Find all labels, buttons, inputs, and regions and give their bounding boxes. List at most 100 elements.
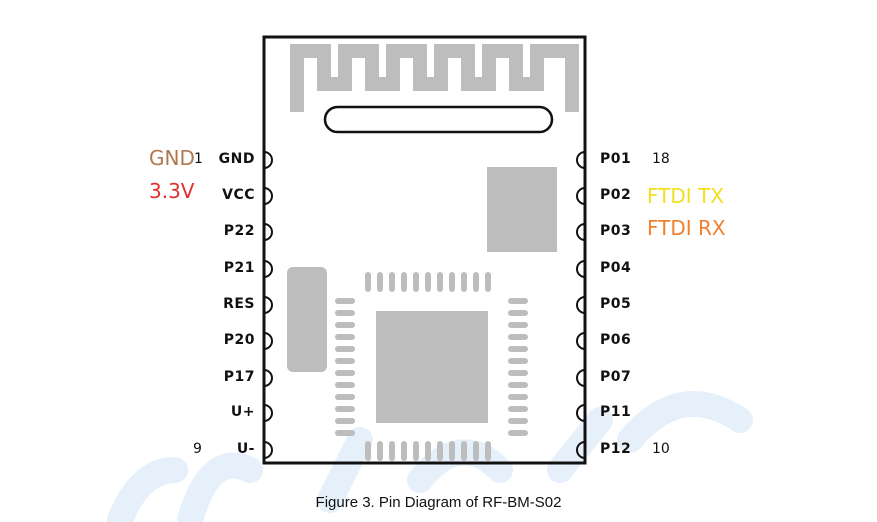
left-pin-label: RES bbox=[223, 296, 255, 312]
chip-pad bbox=[449, 272, 455, 292]
chip-pad bbox=[335, 382, 355, 388]
left-pin-label: P22 bbox=[223, 223, 255, 239]
left-pin-label: P20 bbox=[223, 332, 255, 348]
chip-pad bbox=[413, 441, 419, 461]
chip-pad bbox=[401, 272, 407, 292]
right-pin-label: P03 bbox=[600, 223, 632, 239]
antenna-slot bbox=[323, 105, 554, 134]
figure-caption: Figure 3. Pin Diagram of RF-BM-S02 bbox=[315, 494, 562, 511]
chip-pad bbox=[508, 298, 528, 304]
chip-body bbox=[376, 311, 488, 423]
right-pin-label: P04 bbox=[600, 260, 632, 276]
chip-pad bbox=[335, 310, 355, 316]
castellation-right bbox=[576, 404, 586, 422]
annotation-ftdi-tx: FTDI TX bbox=[647, 184, 724, 208]
right-pin-label: P02 bbox=[600, 187, 632, 203]
chip-pad bbox=[335, 322, 355, 328]
chip-pad bbox=[449, 441, 455, 461]
chip-pad bbox=[437, 272, 443, 292]
pin-number-left-bottom: 9 bbox=[193, 441, 202, 457]
chip-pad bbox=[335, 370, 355, 376]
pin-number-left-top: 1 bbox=[194, 151, 203, 167]
chip-pad bbox=[508, 334, 528, 340]
left-pin-label: P21 bbox=[223, 260, 255, 276]
chip-pad bbox=[485, 272, 491, 292]
chip-pad bbox=[461, 441, 467, 461]
castellation-left bbox=[263, 187, 273, 205]
chip-pad bbox=[508, 310, 528, 316]
chip-pad bbox=[335, 298, 355, 304]
chip-pad bbox=[335, 430, 355, 436]
right-pin-label: P12 bbox=[600, 441, 632, 457]
castellation-right bbox=[576, 369, 586, 387]
chip-pad bbox=[365, 441, 371, 461]
pin-number-right-bottom: 10 bbox=[652, 441, 670, 457]
chip-pad bbox=[335, 346, 355, 352]
chip-pad bbox=[377, 272, 383, 292]
castellation-right bbox=[576, 151, 586, 169]
chip-pad bbox=[335, 406, 355, 412]
castellation-right bbox=[576, 332, 586, 350]
left-pin-label: P17 bbox=[223, 369, 255, 385]
left-pin-label: VCC bbox=[222, 187, 255, 203]
left-pin-label: U- bbox=[236, 441, 255, 457]
castellation-left bbox=[263, 151, 273, 169]
chip-pad bbox=[485, 441, 491, 461]
annotation-3v3: 3.3V bbox=[149, 179, 195, 203]
chip-pad bbox=[389, 272, 395, 292]
castellated-pins bbox=[263, 151, 586, 459]
castellation-left bbox=[263, 369, 273, 387]
castellation-left bbox=[263, 404, 273, 422]
chip-pad bbox=[335, 418, 355, 424]
castellation-left bbox=[263, 223, 273, 241]
right-pin-label: P01 bbox=[600, 151, 632, 167]
left-pin-label: GND bbox=[218, 151, 255, 167]
chip-pad bbox=[508, 382, 528, 388]
right-pin-label: P05 bbox=[600, 296, 632, 312]
module-outline bbox=[262, 35, 587, 465]
right-pin-label: P06 bbox=[600, 332, 632, 348]
chip-pad bbox=[508, 406, 528, 412]
castellation-left bbox=[263, 441, 273, 459]
annotation-ftdi-rx: FTDI RX bbox=[647, 216, 726, 240]
chip-pad bbox=[508, 358, 528, 364]
chip-pad bbox=[508, 322, 528, 328]
chip-pad bbox=[473, 272, 479, 292]
castellation-right bbox=[576, 260, 586, 278]
castellation-right bbox=[576, 223, 586, 241]
castellation-left bbox=[263, 296, 273, 314]
annotation-gnd: GND bbox=[149, 146, 195, 170]
chip-pad bbox=[389, 441, 395, 461]
crystal-component bbox=[287, 267, 327, 372]
chip-pad bbox=[508, 346, 528, 352]
chip-pad bbox=[335, 334, 355, 340]
chip-pad bbox=[335, 394, 355, 400]
castellation-left bbox=[263, 332, 273, 350]
chip-pad bbox=[335, 358, 355, 364]
antenna-trace bbox=[290, 44, 579, 112]
chip-pad bbox=[508, 394, 528, 400]
castellation-right bbox=[576, 187, 586, 205]
chip-pad bbox=[508, 418, 528, 424]
chip-pad bbox=[508, 370, 528, 376]
right-pin-label: P11 bbox=[600, 404, 632, 420]
castellation-right bbox=[576, 296, 586, 314]
chip-pad bbox=[413, 272, 419, 292]
chip-pads bbox=[335, 272, 528, 461]
right-pin-label: P07 bbox=[600, 369, 632, 385]
castellation-right bbox=[576, 441, 586, 459]
castellation-left bbox=[263, 260, 273, 278]
chip-pad bbox=[508, 430, 528, 436]
chip-pad bbox=[425, 441, 431, 461]
chip-pad bbox=[461, 272, 467, 292]
pin-number-right-top: 18 bbox=[652, 151, 670, 167]
left-pin-label: U+ bbox=[230, 404, 255, 420]
chip-pad bbox=[425, 272, 431, 292]
chip-pad bbox=[377, 441, 383, 461]
chip-pad bbox=[473, 441, 479, 461]
chip-pad bbox=[437, 441, 443, 461]
component-block bbox=[487, 167, 557, 252]
chip-pad bbox=[365, 272, 371, 292]
chip-pad bbox=[401, 441, 407, 461]
